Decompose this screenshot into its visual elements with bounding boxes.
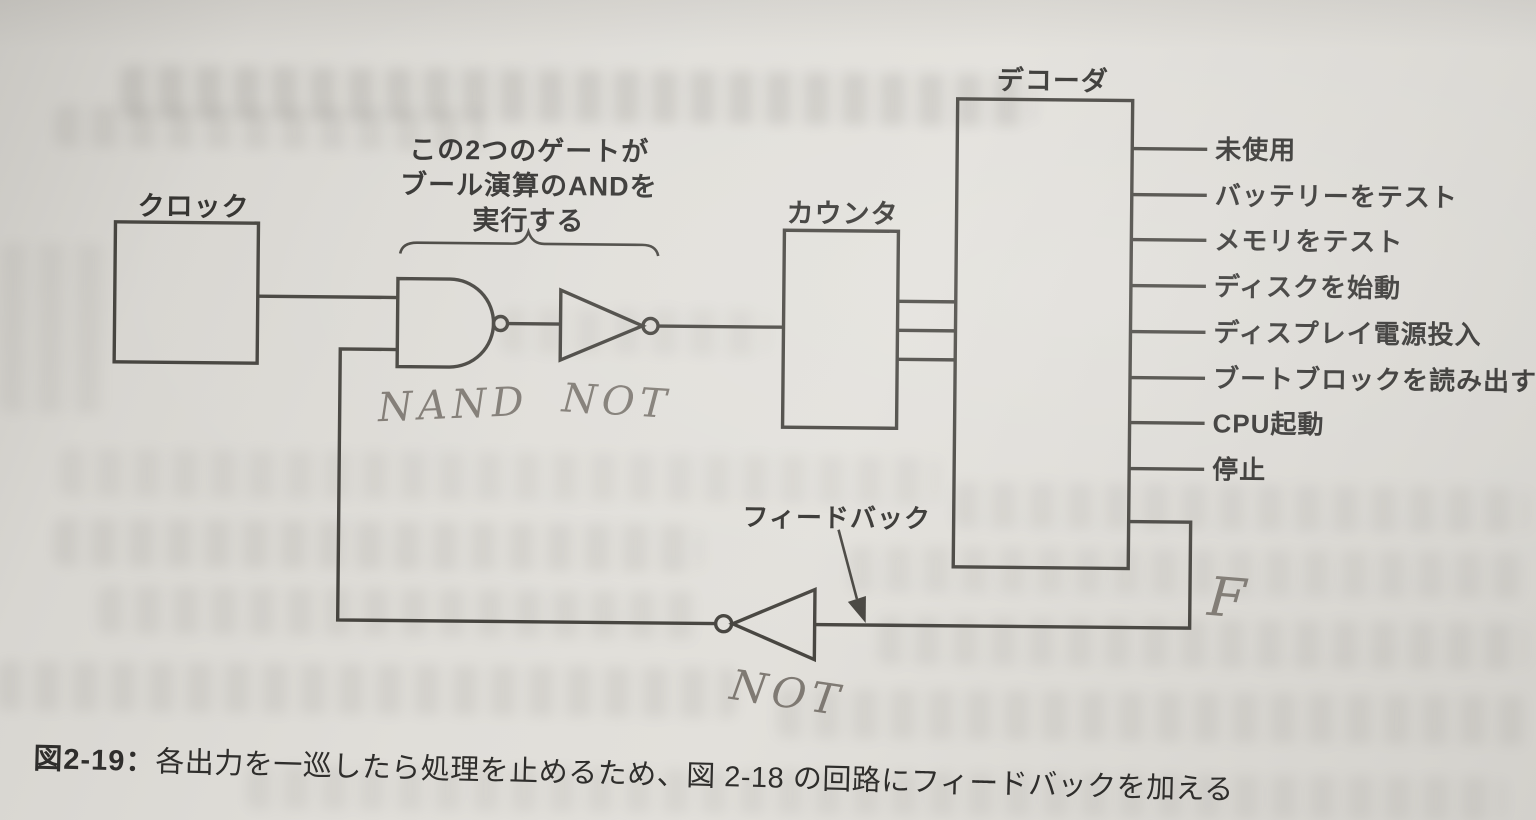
- handwritten-not-note: NOT: [560, 375, 673, 428]
- decoder-output-lines: [1129, 146, 1208, 471]
- decoder-output-label: ディスクを始動: [1213, 271, 1402, 304]
- clock-label: クロック: [137, 191, 250, 223]
- decoder-output-label: ディスプレイ電源投入: [1213, 317, 1482, 350]
- decoder-output-label: メモリをテスト: [1214, 225, 1404, 258]
- wire-nand-to-not: [507, 321, 561, 326]
- gate-note-line: 実行する: [472, 205, 585, 237]
- not-output-bubble: [641, 316, 660, 336]
- wire-decoder-feedback-right: [814, 519, 1193, 630]
- counter-label: カウンタ: [786, 198, 899, 230]
- decoder-output-label: 停止: [1212, 454, 1267, 485]
- decoder-box: [951, 97, 1135, 571]
- handwritten-nand-note: NAND: [376, 378, 530, 432]
- clock-box: [112, 220, 261, 365]
- nand-gate: [395, 276, 496, 369]
- gate-note-line: この2つのゲートが: [409, 134, 650, 167]
- feedback-arrow: [837, 529, 866, 624]
- decoder-output-label: バッテリーをテスト: [1214, 180, 1458, 213]
- gate-note-line: ブール演算のANDを: [399, 169, 658, 203]
- wire-clock-to-nand: [257, 294, 398, 300]
- decoder-output-label: CPU起動: [1212, 408, 1325, 440]
- figure-caption-number: 図2-19：: [32, 742, 156, 779]
- gate-note: この2つのゲートが ブール演算のANDを 実行する: [400, 133, 658, 240]
- feedback-label: フィードバック: [742, 501, 932, 534]
- not-gate: [558, 287, 647, 363]
- decoder-output-label: 未使用: [1215, 134, 1297, 166]
- decoder-label: デコーダ: [996, 65, 1110, 97]
- nand-output-bubble: [491, 314, 510, 333]
- decoder-output-label: ブートブロックを読み出す: [1212, 363, 1536, 397]
- handwritten-f-mark: F: [1205, 564, 1253, 632]
- counter-box: [780, 228, 901, 431]
- wire-feedback-to-nand: [335, 347, 716, 626]
- wire-not-to-counter: [658, 324, 784, 329]
- feedback-not-gate: [728, 586, 817, 663]
- gate-note-brace: [398, 227, 660, 257]
- wires-counter-to-decoder: [897, 299, 956, 362]
